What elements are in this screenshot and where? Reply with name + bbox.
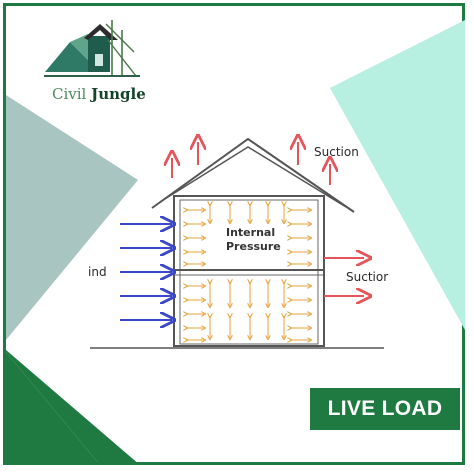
brand-logo-text: Civil Jungle bbox=[52, 85, 146, 103]
internal-pressure-arrows bbox=[186, 204, 310, 340]
left-decor-triangle bbox=[6, 95, 138, 340]
suction-top-label: Suction bbox=[314, 145, 359, 159]
brand-name-part2: Jungle bbox=[91, 85, 146, 103]
live-load-badge: LIVE LOAD bbox=[310, 388, 460, 430]
roof-outer bbox=[151, 137, 355, 213]
roof-inner bbox=[159, 146, 347, 208]
side-suction-arrows bbox=[324, 258, 364, 296]
internal-label-bg bbox=[224, 224, 286, 258]
roof-suction-arrows bbox=[172, 142, 330, 185]
wind-label: ind bbox=[88, 265, 107, 279]
wind-arrows bbox=[120, 224, 172, 320]
building-inner bbox=[179, 199, 319, 345]
internal-label-line1: Internal bbox=[226, 226, 275, 239]
right-decor-triangle bbox=[330, 20, 465, 330]
suction-side-label: Suctior bbox=[346, 270, 388, 284]
bottom-left-decor-strip bbox=[6, 350, 140, 465]
brand-name-part1: Civil bbox=[52, 85, 87, 103]
internal-label-line2: Pressure bbox=[226, 240, 281, 253]
